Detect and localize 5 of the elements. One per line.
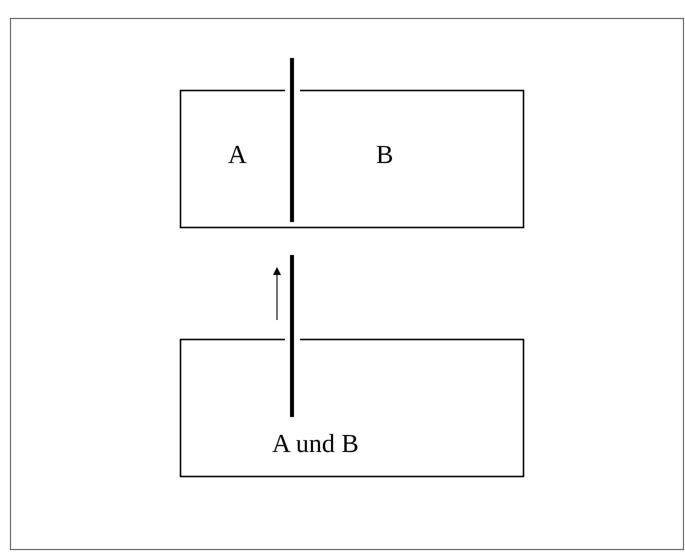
substance-label: B xyxy=(376,140,394,170)
substance-label: A und B xyxy=(272,429,359,459)
container-box xyxy=(180,90,524,228)
substance-label: A xyxy=(228,140,247,170)
container-box xyxy=(180,339,524,477)
